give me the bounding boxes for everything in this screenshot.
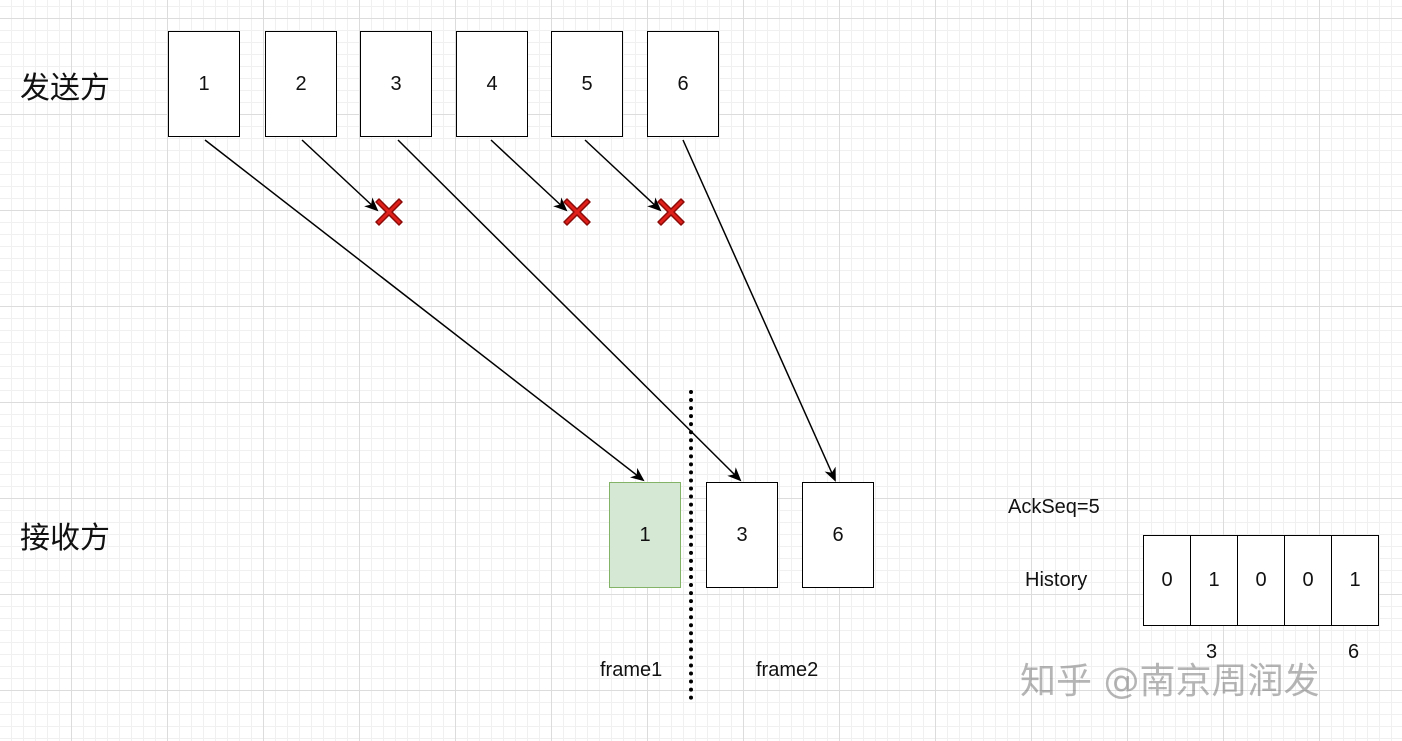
history-marker-6: 6 bbox=[1348, 641, 1360, 663]
history-bit: 0 bbox=[1144, 536, 1191, 625]
history-bit: 1 bbox=[1349, 569, 1361, 591]
sender-packet-label: 6 bbox=[677, 72, 689, 95]
sender-packet-label: 5 bbox=[581, 72, 593, 95]
frame1-label: frame1 bbox=[600, 659, 663, 681]
receiver-packet-3: 3 bbox=[706, 482, 778, 588]
receiver-packet-1: 1 bbox=[609, 482, 681, 588]
arrow-packet-2-lost bbox=[301, 139, 379, 212]
history-bit: 0 bbox=[1238, 536, 1285, 625]
arrow-packet-1 bbox=[204, 139, 645, 482]
sender-packet-3: 3 bbox=[360, 31, 432, 137]
sender-packet-1: 1 bbox=[168, 31, 240, 137]
receiver-packet-6: 6 bbox=[802, 482, 874, 588]
receiver-label: 接收方 bbox=[20, 521, 110, 556]
watermark: 知乎 @南京周润发 bbox=[1020, 661, 1320, 702]
receiver-packet-label: 1 bbox=[639, 523, 651, 546]
arrow-packet-4-lost bbox=[490, 139, 568, 212]
loss-x-icon bbox=[657, 198, 685, 226]
ackseq-text: AckSeq=5 bbox=[1008, 496, 1100, 518]
sender-packet-4: 4 bbox=[456, 31, 528, 137]
sender-packet-5: 5 bbox=[551, 31, 623, 137]
receiver-packet-label: 3 bbox=[736, 523, 748, 546]
loss-x-icon bbox=[375, 198, 403, 226]
arrow-packet-6 bbox=[682, 139, 836, 482]
sender-packet-2: 2 bbox=[265, 31, 337, 137]
history-bitmap: 0 1 0 0 1 bbox=[1143, 535, 1379, 626]
history-label: History bbox=[1025, 569, 1088, 591]
frame2-label: frame2 bbox=[756, 659, 819, 681]
sender-packet-label: 4 bbox=[486, 72, 498, 95]
frame-divider bbox=[689, 390, 693, 700]
loss-x-icon bbox=[563, 198, 591, 226]
receiver-packet-label: 6 bbox=[832, 523, 844, 546]
sender-label: 发送方 bbox=[20, 71, 110, 106]
sender-packet-6: 6 bbox=[647, 31, 719, 137]
history-marker-3: 3 bbox=[1206, 641, 1218, 663]
sender-packet-label: 2 bbox=[295, 72, 307, 95]
sender-packet-label: 1 bbox=[198, 72, 210, 95]
history-bit: 1 bbox=[1191, 536, 1238, 625]
sender-packet-label: 3 bbox=[390, 72, 402, 95]
history-bit: 0 bbox=[1285, 536, 1332, 625]
arrow-packet-5-lost bbox=[584, 139, 662, 212]
